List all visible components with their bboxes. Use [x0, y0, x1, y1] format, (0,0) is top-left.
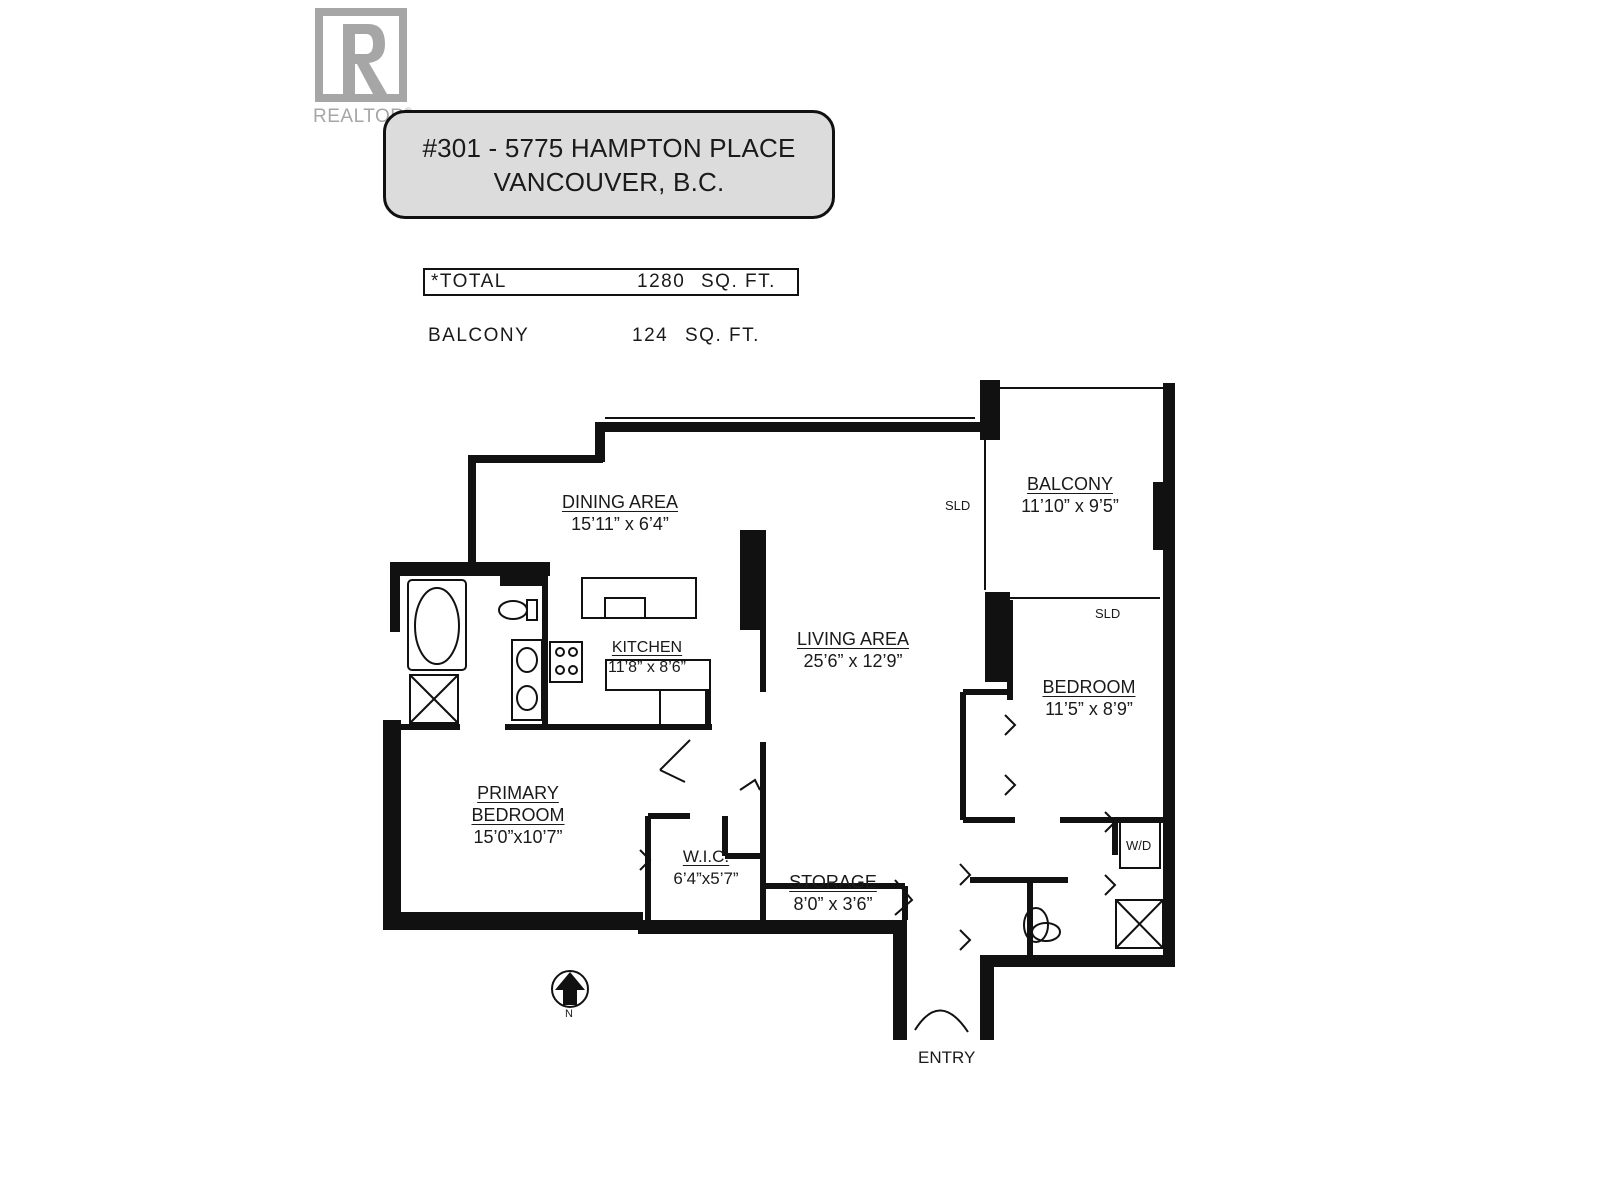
room-balcony-name: BALCONY: [1026, 474, 1114, 494]
north-label: N: [565, 1008, 573, 1020]
room-dining-area: DINING AREA 15’11” x 6’4”: [562, 491, 678, 535]
room-living-dims: 25’6” x 12’9”: [803, 651, 903, 671]
room-storage: STORAGE 8’0” x 3’6”: [789, 871, 877, 915]
washer-dryer-label: W/D: [1126, 838, 1152, 853]
fixtures: [407, 577, 1164, 1033]
room-kitchen-name: KITCHEN: [611, 639, 683, 656]
room-storage-name: STORAGE: [789, 872, 877, 892]
total-area-label: *TOTAL: [431, 271, 507, 292]
total-area-box: *TOTAL 1280 SQ. FT.: [423, 268, 799, 296]
room-kitchen-dims: 11’8” x 8’6”: [608, 659, 686, 676]
realtor-r-logo-icon: [315, 8, 407, 102]
room-kitchen: KITCHEN 11’8” x 8’6”: [608, 638, 686, 678]
realtor-logo: REALTOR®: [313, 6, 421, 136]
total-area-unit: SQ. FT.: [701, 271, 776, 292]
balcony-area-row: BALCONY 124 SQ. FT.: [428, 325, 788, 351]
logo-text: REALTOR: [313, 106, 405, 127]
room-wic-name: W.I.C.: [682, 847, 730, 866]
room-storage-dims: 8’0” x 3’6”: [793, 894, 873, 914]
entry-label: ENTRY: [918, 1048, 976, 1067]
sld-bedroom-label: SLD: [1095, 606, 1121, 621]
interior-walls: [400, 530, 1165, 960]
room-bedroom-name: BEDROOM: [1042, 677, 1136, 697]
room-primary-bedroom: PRIMARY BEDROOM 15’0”x10’7”: [471, 782, 564, 848]
north-arrow-icon: [551, 970, 589, 1008]
room-primary-dims: 15’0”x10’7”: [473, 827, 563, 847]
balcony-area-unit: SQ. FT.: [685, 325, 760, 346]
room-balcony: BALCONY 11’10” x 9’5”: [1021, 473, 1119, 517]
balcony-area-label: BALCONY: [428, 325, 530, 346]
window-lines: [387, 387, 1165, 910]
room-wic-dims: 6’4”x5’7”: [673, 869, 739, 888]
address-line-1: #301 - 5775 HAMPTON PLACE: [422, 132, 796, 163]
room-living-name: LIVING AREA: [796, 629, 910, 649]
room-living-area: LIVING AREA 25’6” x 12’9”: [797, 628, 909, 672]
balcony-area-value: 124: [632, 325, 669, 346]
room-balcony-dims: 11’10” x 9’5”: [1021, 496, 1119, 516]
sld-balcony-label: SLD: [945, 498, 971, 513]
room-primary-name-1: PRIMARY: [477, 783, 559, 803]
room-primary-name-2: BEDROOM: [471, 805, 565, 825]
room-bedroom-dims: 11’5” x 8’9”: [1045, 699, 1133, 719]
room-wic: W.I.C. 6’4”x5’7”: [673, 846, 738, 890]
room-dining-dims: 15’11” x 6’4”: [571, 514, 669, 534]
address-title-box: #301 - 5775 HAMPTON PLACE VANCOUVER, B.C…: [383, 110, 835, 219]
address-line-2: VANCOUVER, B.C.: [493, 166, 725, 197]
total-area-value: 1280: [637, 271, 686, 292]
room-bedroom: BEDROOM 11’5” x 8’9”: [1042, 676, 1135, 720]
room-dining-name: DINING AREA: [561, 492, 679, 512]
